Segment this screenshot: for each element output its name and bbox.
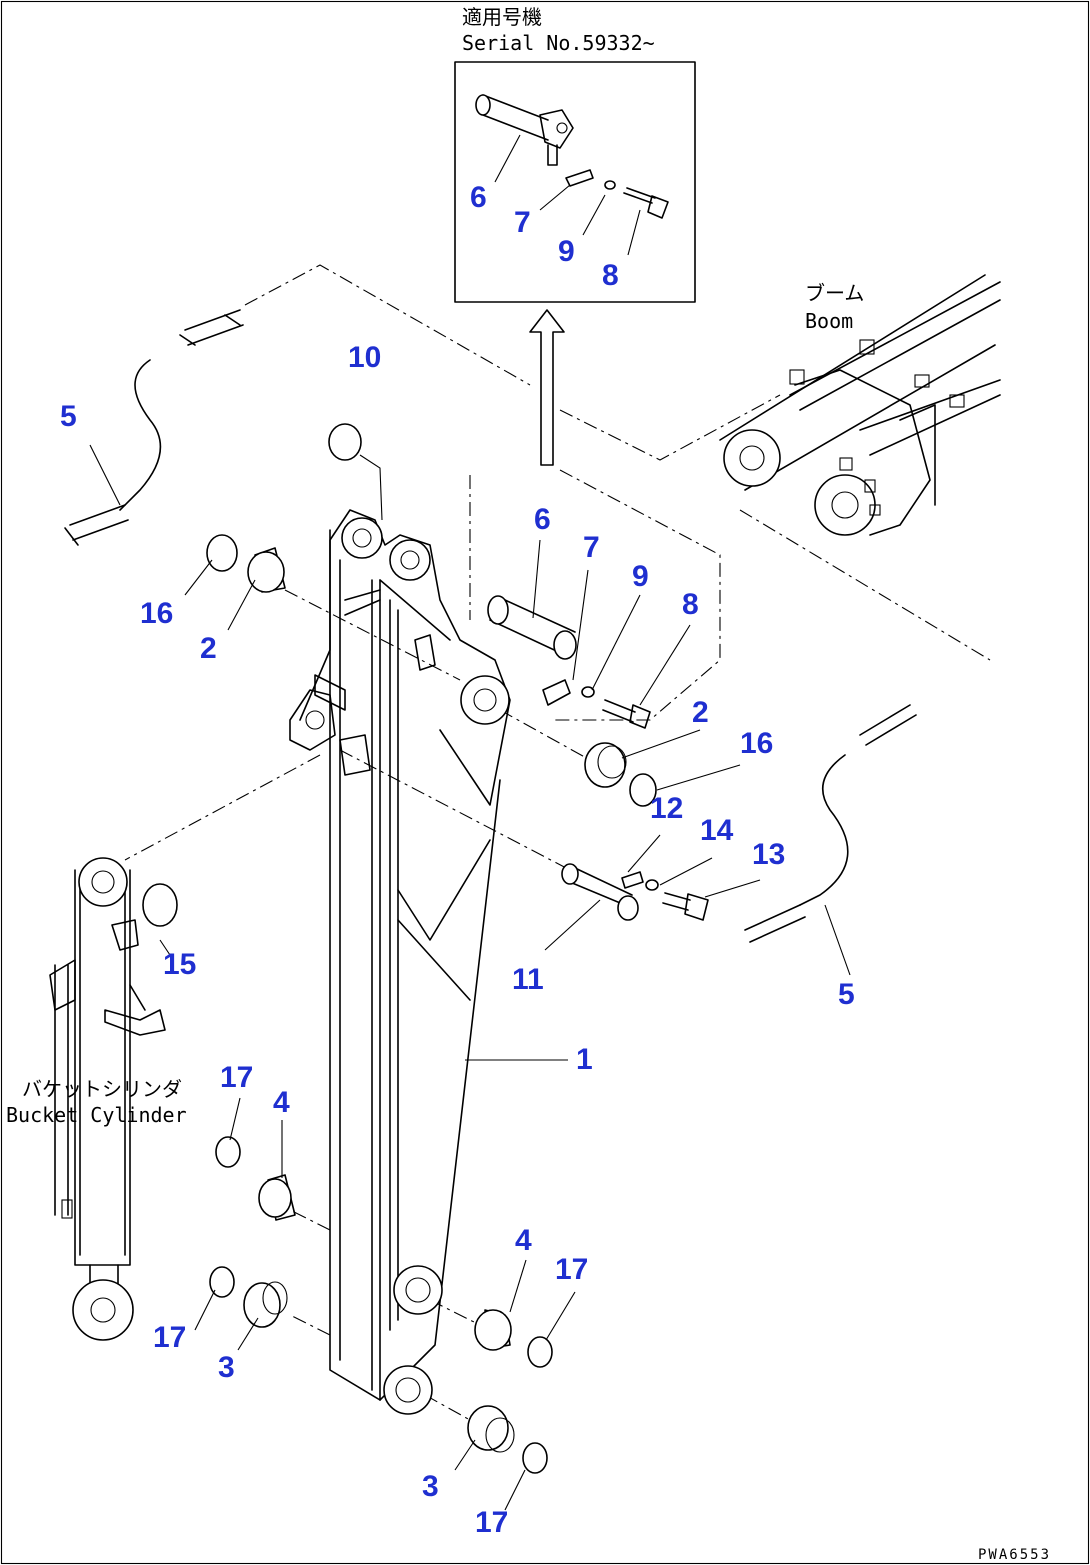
bushing-2-left (247, 547, 286, 593)
inset-bolt-8 (623, 187, 669, 219)
callout-2: 2 (692, 696, 709, 729)
arm-body (289, 509, 511, 1415)
callout-10: 10 (348, 341, 382, 374)
callout-1: 1 (576, 1043, 593, 1076)
callout-7: 7 (583, 531, 600, 564)
pin-12 (621, 871, 644, 889)
callout-12: 12 (650, 792, 684, 825)
callout-6: 6 (470, 181, 487, 214)
callout-9: 9 (558, 235, 575, 268)
inset-plate-7 (565, 169, 594, 187)
callout-5: 5 (838, 978, 855, 1011)
inset-pin-6 (475, 94, 574, 166)
pin-11 (561, 863, 639, 921)
serial-note-en: Serial No.59332~ (462, 31, 655, 55)
callout-9: 9 (632, 560, 649, 593)
callout-17: 17 (555, 1253, 589, 1286)
boom-label-jp: ブーム (805, 281, 865, 305)
callout-7: 7 (514, 206, 531, 239)
washer-9 (581, 686, 595, 698)
assembly-lines (124, 264, 991, 1421)
washer-15 (142, 883, 178, 927)
bucket-cylinder-label-jp: バケットシリンダ (22, 1077, 182, 1101)
hose-5-right (744, 704, 917, 943)
drawing-number: PWA6553 (978, 1547, 1052, 1563)
plate-7 (542, 679, 571, 706)
inset-washer-9 (604, 180, 616, 190)
ring-17-b (527, 1336, 553, 1368)
washer-14 (645, 879, 659, 891)
pin-6-main (487, 595, 577, 660)
callout-16: 16 (140, 597, 174, 630)
inset-detail (454, 61, 696, 303)
ring-17-c (209, 1266, 235, 1298)
bucket-cylinder (49, 857, 166, 1341)
serial-note-jp: 適用号機 (462, 5, 542, 29)
boom-label-en: Boom (805, 309, 854, 333)
callout-4: 4 (515, 1224, 532, 1257)
boom-drawing (719, 274, 1001, 536)
callout-3: 3 (422, 1470, 439, 1503)
callout-5: 5 (60, 400, 77, 433)
callout-11: 11 (512, 963, 544, 996)
bolt-13 (662, 892, 709, 921)
hose-5-upper (64, 309, 244, 546)
callout-8: 8 (682, 588, 699, 621)
callout-16: 16 (740, 727, 774, 760)
callout-leaders (89, 444, 851, 1511)
bucket-cylinder-label-en: Bucket Cylinder (6, 1103, 187, 1127)
callout-17: 17 (220, 1061, 254, 1094)
callout-15: 15 (163, 948, 197, 981)
ring-17-d (522, 1442, 548, 1474)
callout-13: 13 (752, 838, 786, 871)
bushing-3-left (243, 1281, 288, 1328)
inset-arrow (529, 309, 565, 466)
callout-3: 3 (218, 1351, 235, 1384)
callout-2: 2 (200, 632, 217, 665)
bushing-3-right (467, 1405, 515, 1453)
bushing-2-right (584, 742, 627, 788)
callout-17: 17 (475, 1506, 509, 1539)
callout-6: 6 (534, 503, 551, 536)
bushing-4-right (474, 1309, 512, 1351)
ring-17-a (215, 1136, 241, 1168)
ring-16-right (629, 773, 657, 807)
callout-8: 8 (602, 259, 619, 292)
washer-10 (328, 423, 362, 461)
bolt-8 (602, 699, 651, 729)
ring-16-left (206, 534, 238, 572)
callout-4: 4 (273, 1086, 290, 1119)
callout-17: 17 (153, 1321, 187, 1354)
callout-14: 14 (700, 814, 734, 847)
bushing-4-left (258, 1174, 296, 1221)
